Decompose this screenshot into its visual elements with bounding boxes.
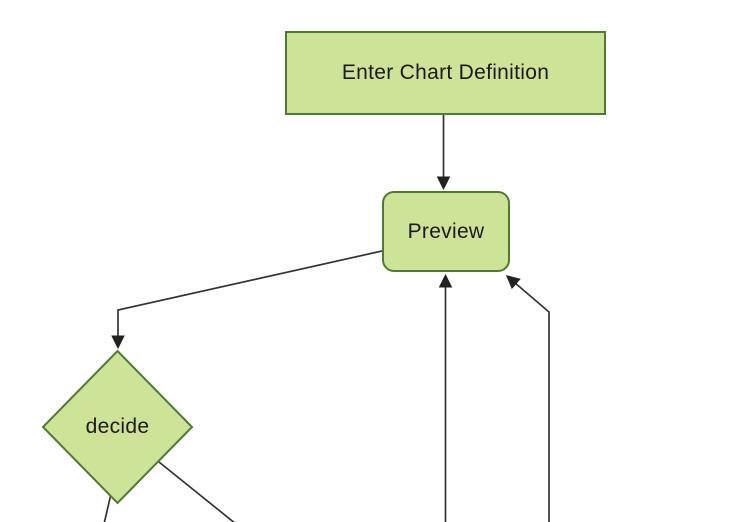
node-preview-label: Preview (407, 219, 485, 243)
node-decide-shape (41, 349, 194, 505)
node-decide-label: decide (85, 415, 150, 438)
node-decide: decide (47, 412, 188, 442)
node-enter-chart-definition-label: Enter Chart Definition (341, 61, 550, 84)
edge-decide-to-offscreen-right (158, 461, 235, 522)
edge-preview-to-decide (111, 250, 383, 350)
node-enter-chart-definition: Enter Chart Definition (285, 31, 606, 115)
edge-decide-to-offscreen-left (103, 495, 112, 522)
node-preview: Preview (382, 191, 510, 272)
edge-offscreen-to-preview-diagonal (505, 275, 550, 522)
